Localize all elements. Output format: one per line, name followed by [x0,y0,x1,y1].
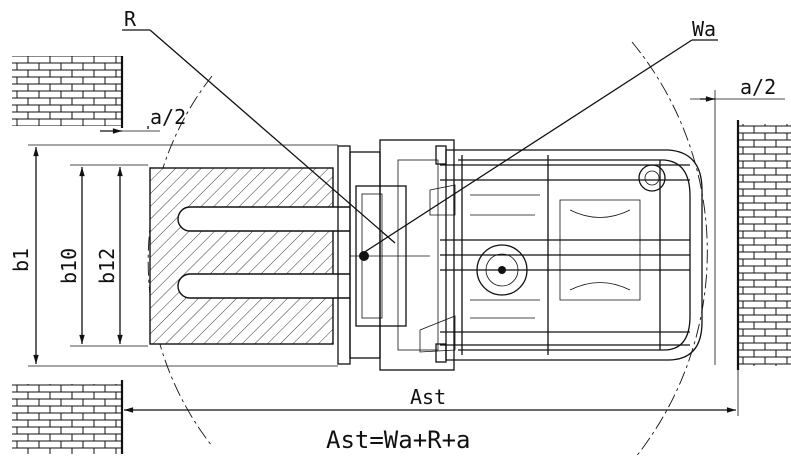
label-b1: b1 [9,248,33,272]
forks [177,206,350,299]
label-Ast: Ast [410,385,446,409]
label-Wa: Wa [692,17,716,41]
dimension-lines [28,29,785,416]
label-a-half-right: a/2 [740,75,776,99]
formula: Ast=Wa+R+a [326,426,471,454]
label-b10: b10 [57,248,81,284]
label-R: R [124,7,137,31]
wall-top-left [12,56,124,128]
turning-radius-arc [147,41,708,459]
label-a-half-left: a/2 [150,105,186,129]
label-b12: b12 [95,248,119,284]
wall-bottom-left [12,380,124,454]
wall-right [736,120,791,370]
pallet-load [149,167,334,345]
forklift-top-view-icon [337,139,703,371]
steering-wheel-icon [476,244,528,296]
